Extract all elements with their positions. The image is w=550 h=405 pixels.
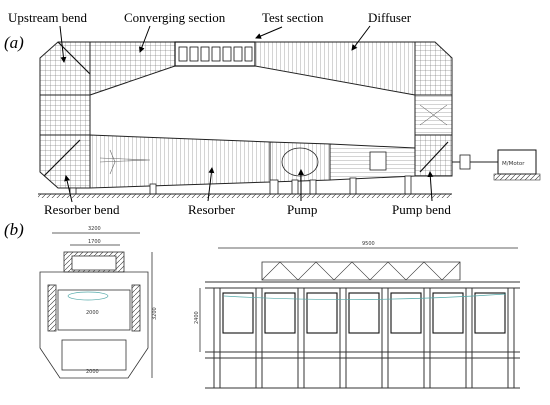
panel-b-label: (b) — [4, 220, 24, 239]
diffuser-shape — [254, 41, 416, 96]
upper-leg — [39, 41, 453, 96]
panel-a: (a) — [4, 10, 541, 217]
label-resorber-bend: Resorber bend — [44, 202, 120, 217]
dim-lower-width: 2000 — [86, 369, 99, 375]
resorber-bend-shape — [39, 134, 91, 189]
dim-upper-inner: 1700 — [88, 239, 101, 245]
label-diffuser: Diffuser — [368, 10, 412, 25]
dim-top-width: 3200 — [88, 226, 101, 232]
label-pump-bend: Pump bend — [392, 202, 451, 217]
elevation-flow-line — [223, 293, 507, 300]
supports — [69, 175, 412, 195]
upper-right-bend-shape — [414, 41, 453, 96]
pump-bend-shape — [414, 134, 453, 177]
dim-overall-length: 9500 — [362, 241, 375, 247]
panel-b: (b) 3200 1700 2000 2000 3200 9500 — [4, 220, 520, 389]
label-pump: Pump — [287, 202, 317, 217]
label-test-section: Test section — [262, 10, 324, 25]
label-converging-section: Converging section — [124, 10, 226, 25]
upstream-bend-shape — [39, 41, 91, 96]
elevation-view: 9500 — [194, 241, 520, 389]
panel-a-label: (a) — [4, 33, 24, 52]
cross-section-view: 3200 1700 2000 2000 3200 — [39, 226, 158, 379]
label-resorber: Resorber — [188, 202, 236, 217]
motor-label: M/Motor — [502, 161, 525, 167]
elevation-windows — [222, 292, 506, 334]
elevation-posts — [213, 287, 515, 389]
left-return-leg — [39, 94, 91, 136]
lower-leg: M/Motor — [39, 134, 541, 189]
callouts-a: Upstream bend Converging section Test se… — [8, 10, 451, 217]
elevation-truss — [261, 261, 461, 281]
test-section-windows — [178, 46, 253, 62]
cross-section-outline — [39, 271, 149, 379]
converging-section-shape — [89, 41, 176, 96]
label-upstream-bend: Upstream bend — [8, 10, 88, 25]
dim-inner-width: 2000 — [86, 310, 99, 316]
cross-section-lower-box — [61, 339, 127, 371]
dim-height: 3200 — [152, 307, 158, 320]
dim-side-height: 2400 — [194, 311, 200, 324]
